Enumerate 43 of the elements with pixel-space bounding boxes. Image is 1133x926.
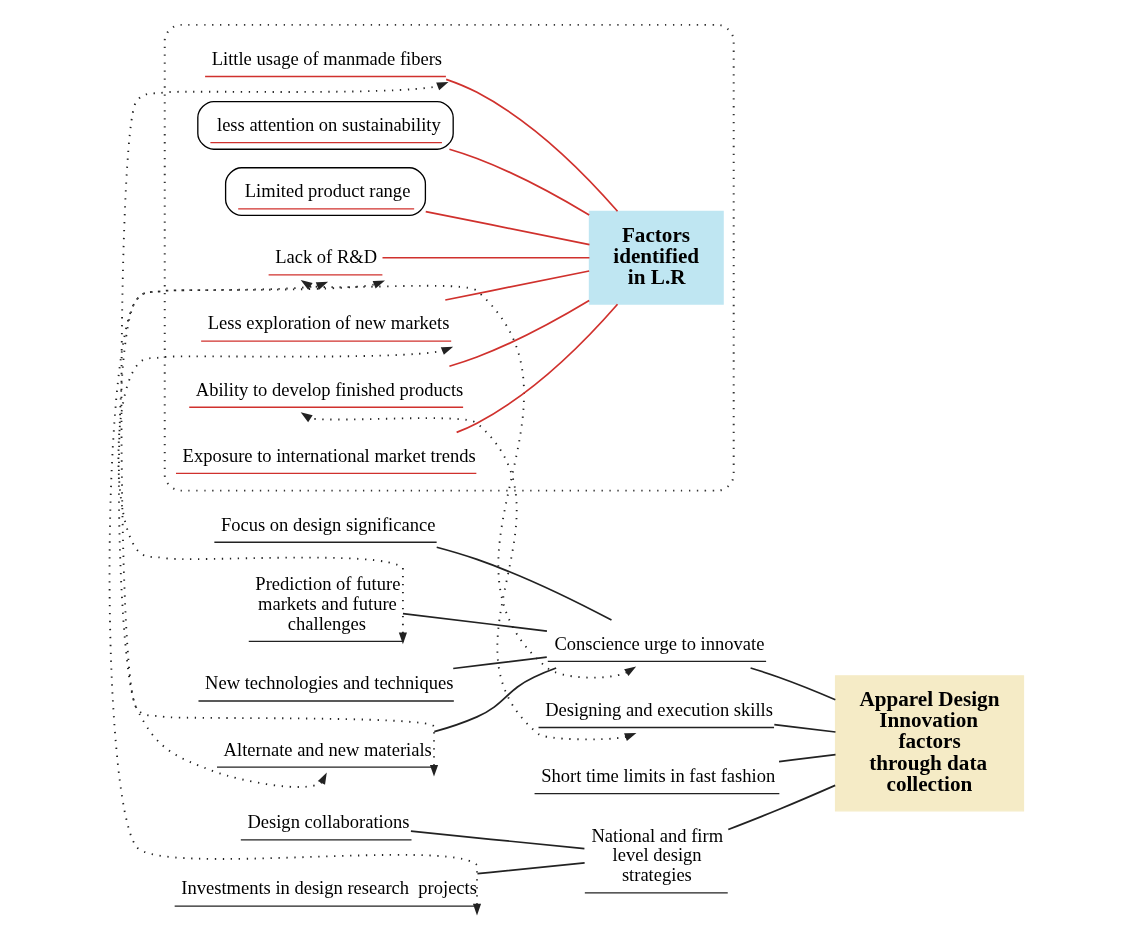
- cluster: [163, 23, 735, 492]
- node-text: Prediction of future markets and future challenges: [255, 572, 401, 634]
- node-text: Designing and execution skills: [545, 698, 773, 720]
- connector: [444, 269, 590, 301]
- node-text: Investments in design research projects: [181, 876, 477, 898]
- arrow: [120, 81, 449, 777]
- arrow: [117, 346, 454, 644]
- arrow: [300, 411, 637, 741]
- node-text: Exposure to international market trends: [182, 444, 476, 466]
- arrow: [108, 280, 482, 915]
- connector: [433, 666, 557, 733]
- node-text: Little usage of manmade fibers: [211, 47, 443, 69]
- node-text: Ability to develop finished products: [195, 378, 464, 400]
- node-text: Conscience urge to innovate: [554, 632, 765, 654]
- connector: [727, 784, 837, 830]
- connector: [778, 753, 837, 762]
- node-text: New technologies and techniques: [205, 671, 454, 693]
- node-box: Factors identified in L.R: [588, 210, 724, 305]
- connector: [381, 256, 591, 259]
- connector: [448, 299, 591, 367]
- node-text: Alternate and new materials: [223, 738, 432, 760]
- connector: [455, 302, 619, 433]
- node-text: Lack of R&D: [275, 245, 378, 267]
- connector: [773, 723, 837, 733]
- connector: [424, 210, 591, 245]
- node-box: Apparel Design Innovation factors through data collection: [834, 674, 1025, 811]
- arrow: [300, 279, 637, 679]
- node-box: Limited product range: [224, 166, 427, 216]
- node-box: less attention on sustainability: [197, 100, 454, 150]
- node-text: Focus on design significance: [220, 513, 436, 535]
- node-text: National and firm level design strategies: [591, 824, 724, 885]
- arrow: [118, 281, 329, 788]
- node-text: Less exploration of new markets: [207, 311, 450, 333]
- connector: [410, 829, 586, 850]
- connector: [448, 147, 591, 216]
- connector: [445, 77, 619, 212]
- connector: [476, 861, 586, 875]
- connector: [402, 612, 548, 632]
- connector: [452, 655, 548, 669]
- node-text: Short time limits in fast fashion: [541, 764, 776, 786]
- node-text: Design collaborations: [247, 810, 410, 832]
- connector: [435, 545, 613, 621]
- connector: [749, 666, 837, 701]
